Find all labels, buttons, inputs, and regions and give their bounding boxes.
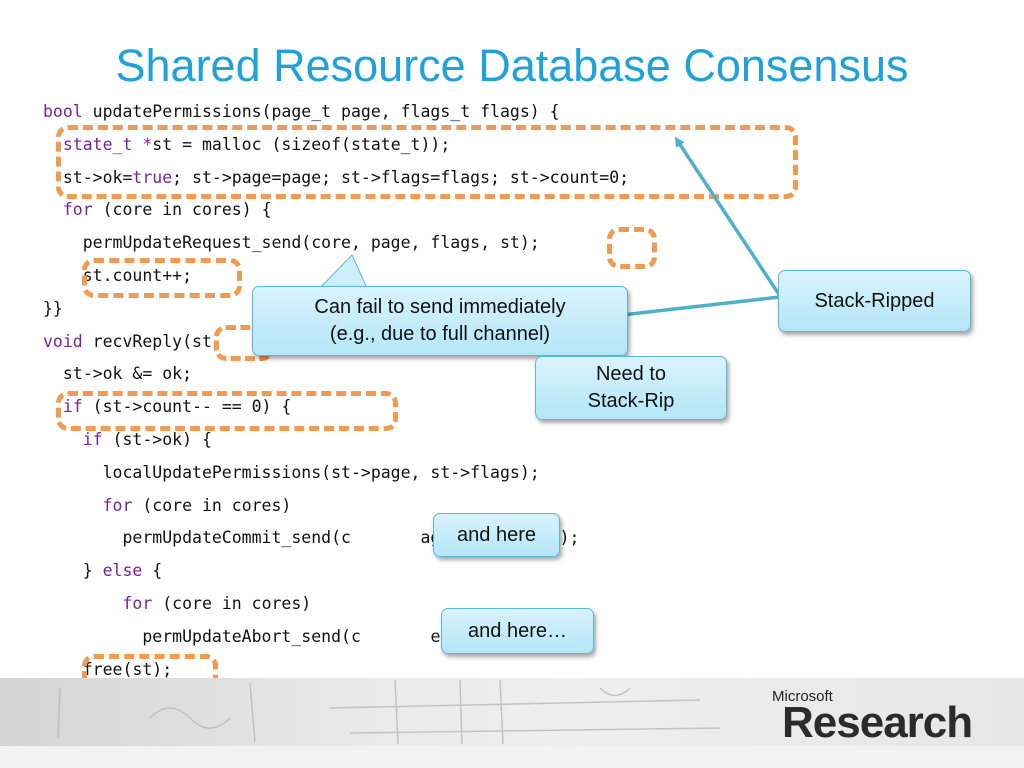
- code-keyword: void: [43, 332, 83, 351]
- code-text: (core in cores): [132, 496, 292, 515]
- callout-need-line1: Need to: [595, 363, 667, 385]
- code-line: st->ok &= ok;: [43, 363, 192, 385]
- code-text: free(st);: [43, 660, 173, 679]
- footer-strip: [0, 746, 1024, 768]
- code-keyword: for: [102, 496, 133, 515]
- code-text: st->ok &= ok;: [43, 364, 193, 383]
- highlight-count-check: [56, 391, 398, 431]
- code-line: bool updatePermissions(page_t page, flag…: [43, 101, 560, 123]
- logo-division: Research: [782, 698, 973, 747]
- code-line: permUpdateRequest_send(core, page, flags…: [43, 232, 540, 254]
- slide-title: Shared Resource Database Consensus: [115, 40, 909, 91]
- code-line: for (core in cores): [43, 593, 311, 615]
- code-line: st.count++;: [43, 265, 192, 287]
- code-text: }}: [43, 299, 63, 318]
- highlight-count-increment: [82, 258, 242, 298]
- code-text: (st->count-- == 0) {: [82, 397, 292, 416]
- highlight-stack-ripped-init: [56, 125, 798, 199]
- code-keyword: bool: [43, 102, 83, 121]
- code-text: updatePermissions(page_t page, flags_t f…: [82, 102, 560, 121]
- code-text: st = malloc (sizeof(state_t));: [152, 135, 451, 154]
- highlight-st-argument: [607, 227, 657, 269]
- fail-callout-pointer: [316, 254, 369, 291]
- code-line: } else {: [43, 560, 163, 582]
- code-keyword: for: [122, 594, 153, 613]
- code-text: (st->ok) {: [102, 430, 212, 449]
- code-text: permUpdateCommit_send(c: [43, 528, 351, 547]
- code-line: localUpdatePermissions(st->page, st->fla…: [43, 462, 540, 484]
- code-text: st->ok=: [43, 168, 133, 187]
- code-text: }: [43, 561, 103, 580]
- code-text: recvReply(st: [82, 332, 212, 351]
- code-keyword: for: [62, 200, 93, 219]
- code-text: st.count++;: [43, 266, 193, 285]
- footer-sketch-pattern: [57, 679, 721, 745]
- code-keyword: true: [132, 168, 173, 187]
- code-text: permUpdateRequest_send(core, page, flags…: [43, 233, 540, 252]
- callout-can-fail-line2: (e.g., due to full channel): [329, 323, 551, 345]
- code-line: if (st->ok) {: [43, 429, 212, 451]
- code-line: free(st);: [43, 659, 172, 681]
- callout-can-fail-line1: Can fail to send immediately: [314, 296, 566, 318]
- code-text: ; st->page=page; st->flags=flags; st->co…: [172, 168, 630, 187]
- code-line: for (core in cores) {: [43, 199, 272, 221]
- code-line: }}: [43, 298, 63, 320]
- arrow-to-init-block: [674, 136, 782, 297]
- callout-and-here: and here: [433, 513, 560, 557]
- connector-to-fail-callout: [621, 295, 781, 317]
- code-line: st->ok=true; st->page=page; st->flags=fl…: [43, 167, 629, 189]
- logo-company: Microsoft: [772, 688, 833, 705]
- code-line: for (core in cores): [43, 495, 292, 517]
- code-keyword: if: [82, 430, 103, 449]
- callout-stack-ripped: Stack-Ripped: [778, 270, 971, 332]
- code-text: localUpdatePermissions(st->page, st->fla…: [43, 463, 540, 482]
- callout-need-line2: Stack-Rip: [587, 390, 675, 412]
- code-line: state_t *st = malloc (sizeof(state_t));: [43, 134, 450, 156]
- code-keyword: else: [102, 561, 143, 580]
- code-text: (core in cores) {: [92, 200, 272, 219]
- code-keyword: state_t *: [43, 135, 153, 154]
- footer-banner: [0, 678, 1024, 746]
- code-text: (core in cores): [152, 594, 312, 613]
- callout-need-stack-rip: Need to Stack-Rip: [535, 356, 727, 420]
- callout-can-fail: Can fail to send immediately (e.g., due …: [252, 286, 628, 356]
- callout-and-here-more: and here…: [441, 608, 594, 654]
- code-text: {: [142, 561, 163, 580]
- code-line: void recvReply(st: [43, 331, 212, 353]
- code-text: permUpdateAbort_send(c: [43, 627, 361, 646]
